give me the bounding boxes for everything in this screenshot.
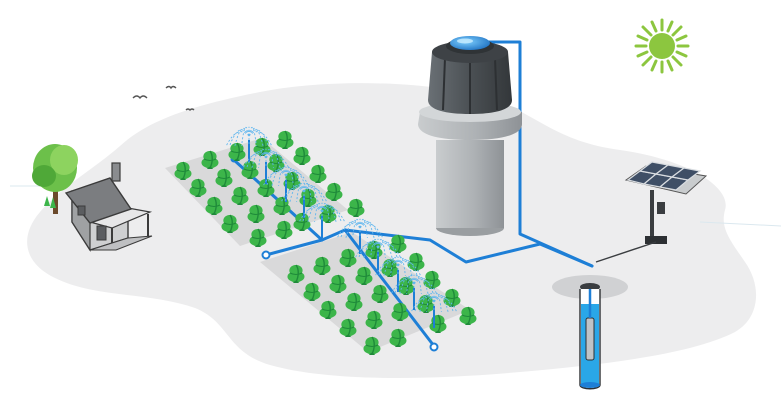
water-spray [359,218,368,239]
water-spray [413,275,429,295]
water-spray [303,185,324,203]
water-spray [248,126,257,147]
sprinkler-head [374,256,422,292]
water-spray [265,149,281,169]
water-spray [265,148,274,169]
water-spray [370,238,379,259]
water-spray [390,256,399,277]
sun-icon [634,18,690,74]
water-spray [414,295,435,313]
water-spray [383,257,399,277]
water-spray [251,149,267,169]
water-spray [225,131,250,147]
solar-panel-icon [595,161,708,263]
house-icon [64,162,153,253]
sprinkler-head [262,166,310,202]
bird-icon [132,85,195,111]
water-spray [419,293,435,313]
water-spray [246,151,267,169]
sprinkler-head [298,202,346,238]
water-spray [296,182,305,203]
water-spray [284,185,305,203]
water-spray [321,203,337,223]
water-spray [390,279,415,295]
water-spray [397,256,406,277]
water-spray [433,295,454,313]
water-spray [336,223,361,239]
water-spray [234,127,250,147]
water-spray [426,292,435,313]
crop-field-lower [260,232,470,352]
water-spray [314,202,323,223]
water-spray [340,221,361,239]
water-spray [394,277,415,295]
water-spray [258,148,267,169]
water-spray [266,169,287,187]
pipe-cap [429,342,439,352]
sprinkler-head [410,292,458,328]
water-spray [358,241,379,259]
sprinkler-head [280,182,328,218]
sprinkler-icon [225,126,458,328]
water-spray [433,292,442,313]
water-spray [377,238,386,259]
sprinkler-head [225,126,273,162]
horizon-line [699,221,781,227]
water-spray [321,205,342,223]
water-spray [285,167,301,187]
pipe-cap [261,250,271,260]
water-spray [303,183,319,203]
water-spray [271,167,287,187]
water-spray [397,257,413,277]
water-spray [413,274,422,295]
water-spray [285,169,306,187]
water-spray [359,219,375,239]
water-spray [377,243,402,259]
pump-icon [552,275,628,390]
water-spray [359,223,384,239]
water-spray [345,219,361,239]
water-spray [289,183,305,203]
water-spray [359,221,380,239]
water-spray [241,126,250,147]
water-spray [242,153,267,169]
water-spray [378,259,399,277]
water-spray [303,187,328,203]
water-spray [410,297,435,313]
water-spray [413,277,434,295]
water-spray [321,207,346,223]
water-spray [377,241,398,259]
water-spray [433,297,458,313]
water-spray [377,239,393,259]
water-spray [285,171,310,187]
water-spray [321,202,330,223]
water-spray [265,153,290,169]
water-spray [278,166,287,187]
water-spray [433,293,449,313]
water-spray [374,261,399,277]
water-spray [397,261,422,277]
water-spray [413,279,438,295]
water-spray [298,207,323,223]
water-spray [354,243,379,259]
water-spray [363,239,379,259]
water-spray [399,275,415,295]
water-spray [307,203,323,223]
water-spray [248,131,273,147]
water-spray [397,259,418,277]
water-spray [262,171,287,187]
water-spray [302,205,323,223]
tank-icon [418,36,522,236]
tree-icon [32,144,78,214]
water-spray [248,127,264,147]
water-spray [265,151,286,169]
water-spray [229,129,250,147]
water-spray [285,166,294,187]
water-spray [406,274,415,295]
water-spray [248,129,269,147]
water-spray [352,218,361,239]
water-spray [303,182,312,203]
water-spray [280,187,305,203]
